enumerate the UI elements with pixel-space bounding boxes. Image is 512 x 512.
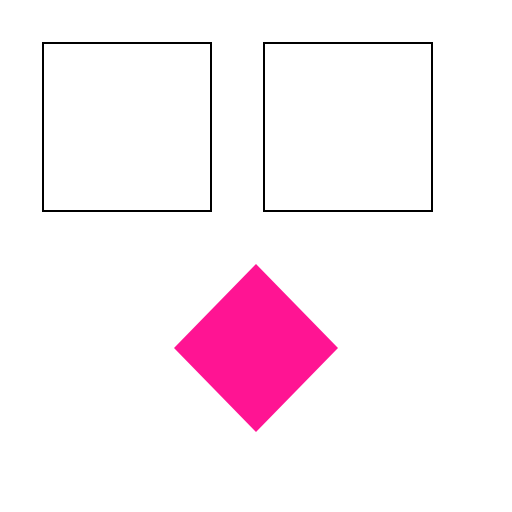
pink-diamond	[174, 264, 338, 432]
left-outline-square	[42, 42, 212, 212]
right-outline-square	[263, 42, 433, 212]
